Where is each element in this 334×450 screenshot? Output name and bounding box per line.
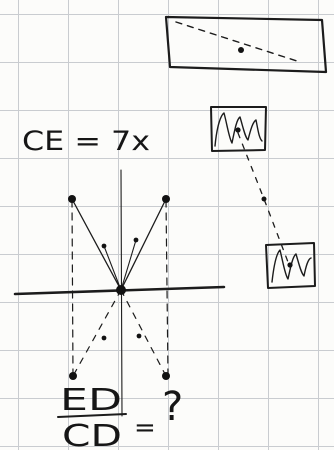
small-squares-figure — [210, 106, 316, 289]
upper-small-square-scribble — [214, 112, 263, 147]
geometry-construction — [13, 169, 226, 417]
upper-small-square-outline — [210, 106, 267, 152]
lower-small-square-dot — [287, 262, 293, 268]
point-upper-right — [162, 195, 170, 203]
long-rectangle-dashed-diagonal — [175, 21, 301, 63]
point-lower-inner-right — [136, 333, 142, 339]
upper-left-line — [71, 198, 122, 291]
point-center — [116, 285, 126, 295]
point-lower-inner-left — [101, 335, 107, 341]
upper-small-square-dot — [235, 127, 241, 133]
ratio-question-mark: ? — [162, 384, 183, 430]
long-rectangle-outline — [164, 15, 328, 74]
ce-equation-label: CE = 7x — [22, 126, 150, 157]
inner-short-line — [103, 239, 137, 291]
ratio-equals-sign: = — [134, 413, 156, 443]
lower-small-square-outline — [265, 242, 316, 289]
point-upper-left — [68, 195, 76, 203]
ratio-denominator: CD — [62, 419, 122, 450]
lower-small-square-scribble — [271, 249, 312, 283]
squares-dashed-connector — [237, 132, 289, 263]
long-rectangle-figure — [164, 15, 328, 74]
ratio-expression: ED CD = ? — [57, 383, 183, 450]
left-vertical-dashed — [71, 199, 74, 377]
ratio-numerator: ED — [60, 383, 122, 418]
ratio-fraction-bar — [57, 413, 127, 418]
point-inner-left — [101, 243, 107, 249]
lower-right-dashed-line — [120, 289, 167, 377]
lower-left-dashed-line — [72, 289, 122, 377]
long-rectangle-center-dot — [238, 47, 244, 53]
point-lower-left — [69, 372, 77, 380]
point-lower-right — [162, 372, 170, 380]
upper-right-line — [120, 198, 167, 291]
right-vertical-dashed — [165, 199, 169, 377]
point-inner-right — [133, 237, 139, 243]
connector-midpoint-dot — [261, 196, 267, 202]
